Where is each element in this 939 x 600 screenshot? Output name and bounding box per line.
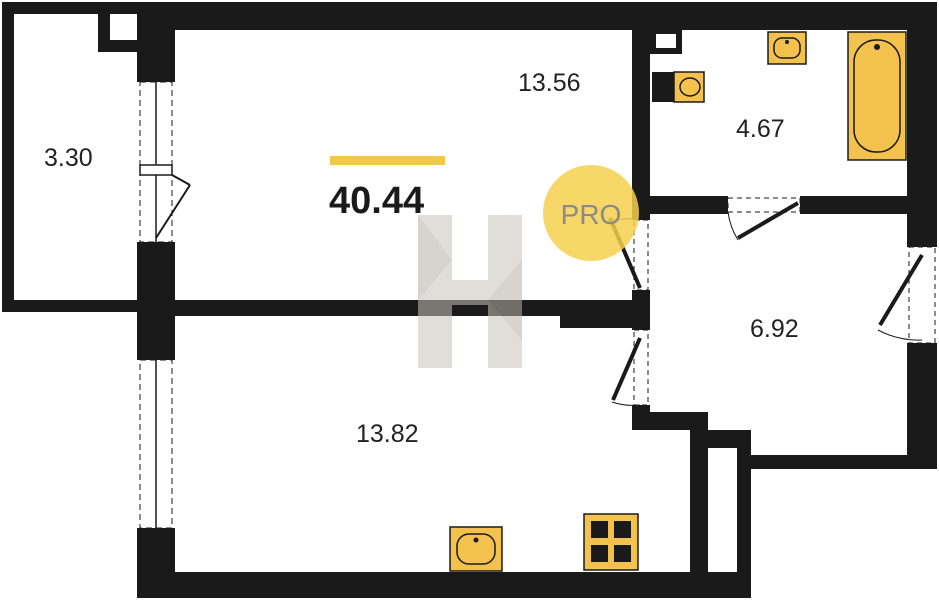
sink-icon xyxy=(449,526,503,572)
left-wall-top xyxy=(137,2,175,82)
toilet-icon xyxy=(652,71,705,103)
pro-badge-text: PRO xyxy=(561,199,622,230)
shaft-wall-left xyxy=(690,430,708,598)
outer-wall-top xyxy=(140,2,937,30)
sink-icon xyxy=(767,31,807,65)
stove-icon xyxy=(583,513,639,571)
wall-between-rooms xyxy=(175,300,650,316)
balcony-wall-left xyxy=(2,2,14,312)
bathroom-area-label: 4.67 xyxy=(736,115,785,143)
wall-room-bath xyxy=(632,30,650,220)
balcony-area-label: 3.30 xyxy=(44,144,93,172)
window-icon xyxy=(139,81,191,529)
bath-wall-bottom-left xyxy=(650,196,728,214)
door-swing-icon xyxy=(606,197,936,406)
room-lower-area-label: 13.82 xyxy=(356,420,419,448)
total-area-label: 40.44 xyxy=(329,180,425,222)
wall-between-rooms-thick xyxy=(560,300,650,328)
hallway-area-label: 6.92 xyxy=(750,315,799,343)
shaft-wall-top xyxy=(700,430,750,448)
balcony-wall-bottom xyxy=(2,300,162,312)
accent-bar xyxy=(330,156,445,165)
right-step-bottom xyxy=(737,455,937,469)
bath-wall-bottom-right xyxy=(800,196,937,214)
wall-hall-step xyxy=(632,412,708,430)
outer-wall-bottom xyxy=(137,572,749,598)
right-wall-lower xyxy=(907,343,937,469)
niche-wall-left xyxy=(98,2,110,52)
bathtub-icon xyxy=(847,31,907,161)
left-wall-middle xyxy=(137,242,175,360)
room-upper-area-label: 13.56 xyxy=(518,69,581,97)
watermark-logo xyxy=(418,215,522,368)
right-step-vertical xyxy=(737,430,751,598)
bath-notch-inner xyxy=(656,34,676,48)
pro-badge: PRO xyxy=(543,165,639,261)
balcony-wall-top xyxy=(2,2,162,14)
